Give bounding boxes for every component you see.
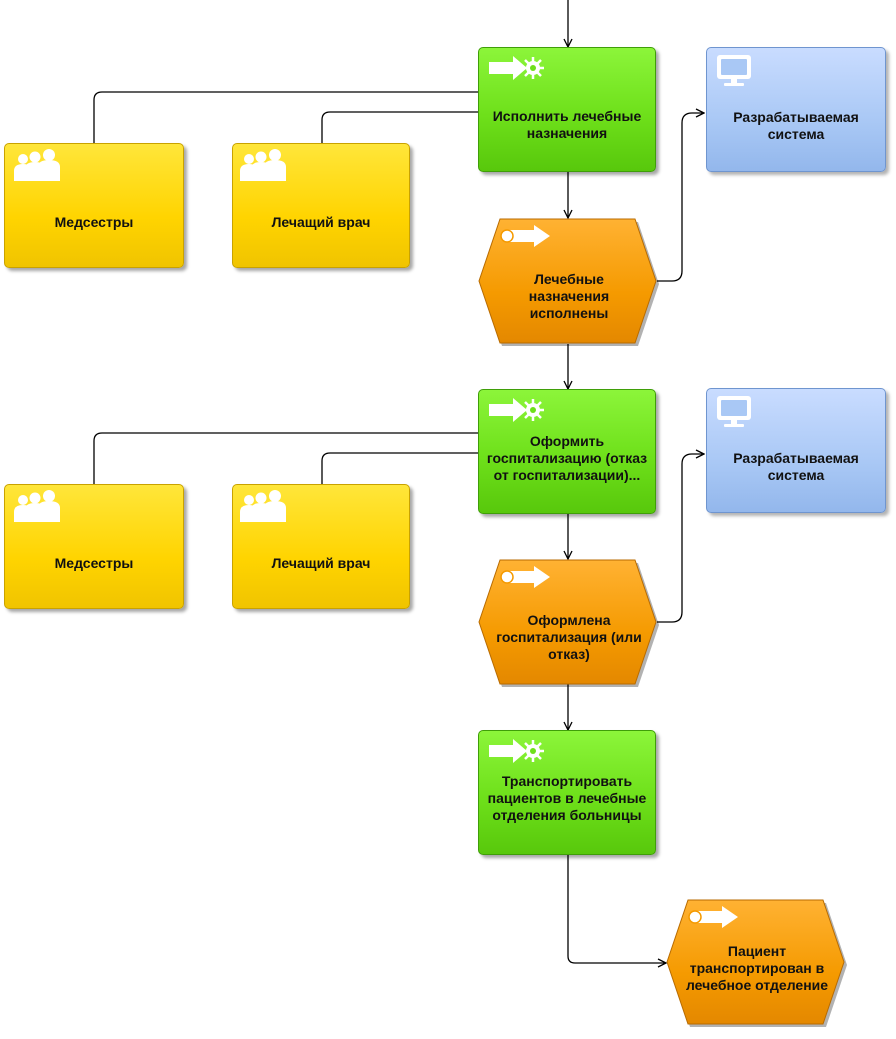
function-icon [489, 739, 544, 763]
org-unit-node-1[interactable]: Медсестры [4, 143, 184, 268]
system-label: Разрабатываемая система [733, 109, 859, 142]
function-label: Оформить госпитализацию (отказ от госпит… [486, 433, 648, 483]
org-unit-node-2[interactable]: Лечащий врач [232, 143, 410, 268]
computer-icon [717, 55, 751, 86]
event-node-3[interactable]: Пациент транспортирован в лечебное отдел… [666, 899, 848, 1027]
group-icon [240, 490, 286, 522]
org-unit-label: Медсестры [54, 555, 134, 571]
function-icon [489, 398, 544, 422]
connector-org4-f2 [321, 452, 478, 484]
connector-e2-sys2 [657, 454, 704, 623]
connector-f3-e3 [567, 855, 666, 963]
system-node-1[interactable]: Разрабатываемая система [706, 47, 886, 172]
event-icon [688, 906, 738, 928]
group-icon [14, 490, 60, 522]
org-unit-label: Медсестры [54, 214, 134, 230]
group-icon [14, 149, 60, 181]
event-label: Лечебные назначения исполнены [528, 271, 610, 321]
function-node-1[interactable]: Исполнить лечебные назначения [478, 47, 656, 172]
function-icon [489, 56, 544, 80]
system-node-2[interactable]: Разрабатываемая система [706, 388, 886, 513]
org-unit-label: Лечащий врач [271, 214, 371, 230]
function-label: Транспортировать пациентов в лечебные от… [487, 773, 647, 823]
connector-org3-f2 [93, 432, 478, 484]
connector-e1-sys1 [657, 113, 704, 282]
event-icon [500, 566, 550, 588]
event-icon [500, 225, 550, 247]
event-shape [666, 899, 847, 1027]
computer-icon [717, 396, 751, 427]
org-unit-node-3[interactable]: Медсестры [4, 484, 184, 609]
org-unit-label: Лечащий врач [271, 555, 371, 571]
event-node-1[interactable]: Лечебные назначения исполнены [478, 218, 660, 346]
event-label: Оформлена госпитализация (или отказ) [496, 612, 642, 662]
system-label: Разрабатываемая система [733, 450, 859, 483]
event-label: Пациент транспортирован в лечебное отдел… [685, 943, 829, 993]
function-label: Исполнить лечебные назначения [492, 108, 642, 141]
connector-org1-f1 [93, 91, 478, 143]
group-icon [240, 149, 286, 181]
function-node-2[interactable]: Оформить госпитализацию (отказ от госпит… [478, 389, 656, 514]
org-unit-node-4[interactable]: Лечащий врач [232, 484, 410, 609]
event-shape [478, 559, 659, 687]
event-shape [478, 218, 659, 346]
event-node-2[interactable]: Оформлена госпитализация (или отказ) [478, 559, 660, 687]
connector-org2-f1 [321, 111, 478, 143]
function-node-3[interactable]: Транспортировать пациентов в лечебные от… [478, 730, 656, 855]
